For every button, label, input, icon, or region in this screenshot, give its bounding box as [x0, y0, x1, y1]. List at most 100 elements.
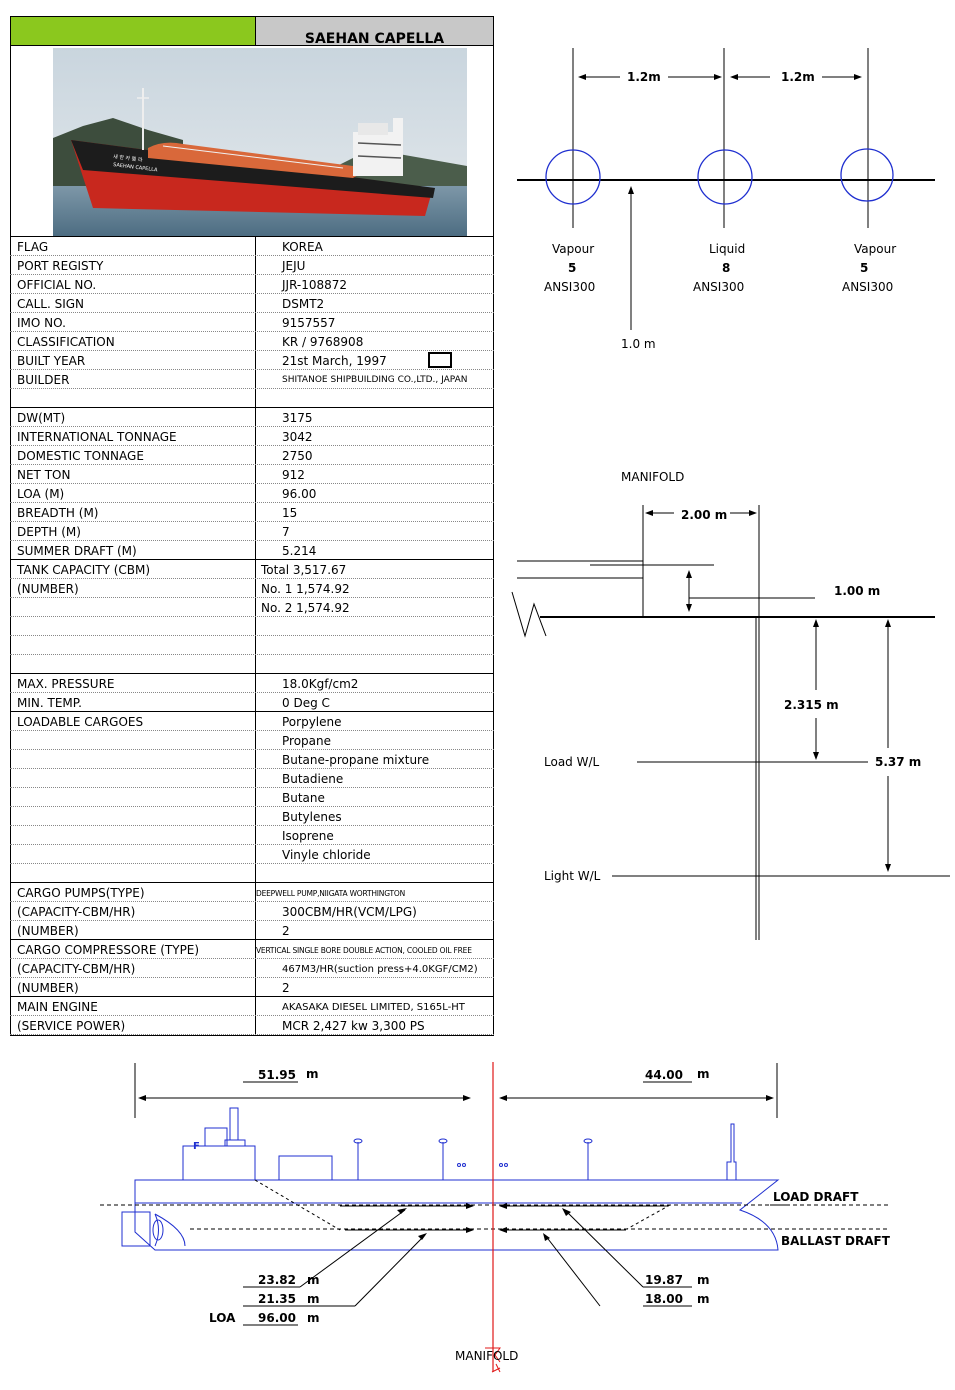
flange-2-type: Liquid — [709, 242, 746, 256]
spec-row: (NUMBER)2 — [10, 977, 494, 996]
ship-photo: 새 한 카 펠 라 SAEHAN CAPELLA — [53, 48, 467, 236]
spec-row: (CAPACITY-CBM/HR) 300CBM/HR(VCM/LPG) — [10, 901, 494, 920]
aft-ballast-value: 21.35 — [258, 1292, 296, 1306]
spec-row: No. 2 1,574.92 — [10, 597, 494, 616]
spec-value: 18.0Kgf/cm2 — [282, 677, 359, 691]
height-above-deck-label: 1.00 m — [834, 584, 881, 598]
row-divider — [10, 673, 494, 674]
spec-row: CARGO COMPRESSORE (TYPE)VERTICAL SINGLE … — [10, 939, 494, 958]
spec-label: SUMMER DRAFT (M) — [17, 544, 137, 558]
flange-3-size: 5 — [860, 261, 869, 275]
spec-value: 3042 — [282, 430, 313, 444]
row-divider — [10, 502, 494, 503]
row-divider — [10, 426, 494, 427]
row-divider — [10, 274, 494, 275]
spec-label: OFFICIAL NO. — [17, 278, 97, 292]
row-divider — [10, 350, 494, 351]
spec-row: IMO NO.9157557 — [10, 312, 494, 331]
spec-row: LOADABLE CARGOES Porpylene — [10, 711, 494, 730]
row-divider — [10, 882, 494, 883]
outboard-distance-label: 2.00 m — [681, 508, 728, 522]
row-divider — [10, 388, 494, 389]
spec-row: Butylenes — [10, 806, 494, 825]
spec-value: Vinyle chloride — [282, 848, 371, 862]
row-divider — [10, 958, 494, 959]
spec-row: (NUMBER) No. 1 1,574.92 — [10, 578, 494, 597]
row-divider — [10, 331, 494, 332]
ship-name-title: SAEHAN CAPELLA — [255, 16, 494, 47]
spec-row: Butane — [10, 787, 494, 806]
fwd-load-unit: m — [697, 1273, 710, 1287]
spec-label: CALL. SIGN — [17, 297, 85, 311]
spec-value: Isoprene — [282, 829, 334, 843]
spec-value: KR / 9768908 — [282, 335, 364, 349]
spec-label: NET TON — [17, 468, 71, 482]
flange-spacing-1-label: 1.2m — [627, 70, 661, 84]
ballast-draft-label: BALLAST DRAFT — [781, 1234, 890, 1248]
hull-lettering-korean: 새 한 카 펠 라 — [113, 153, 143, 164]
spec-value: 300CBM/HR(VCM/LPG) — [282, 905, 417, 919]
row-divider — [10, 540, 494, 541]
spec-value: 2 — [282, 924, 290, 938]
spec-value: 5.214 — [282, 544, 317, 558]
spec-row: (CAPACITY-CBM/HR)467M3/HR(suction press+… — [10, 958, 494, 977]
row-divider — [10, 901, 494, 902]
spec-value: 2750 — [282, 449, 313, 463]
row-divider — [10, 977, 494, 978]
spec-value: Butylenes — [282, 810, 342, 824]
spec-label: LOADABLE CARGOES — [17, 715, 144, 729]
spec-row: OFFICIAL NO.JJR-108872 — [10, 274, 494, 293]
vapour-flange-right — [840, 148, 894, 202]
row-divider — [10, 806, 494, 807]
spec-row: DW(MT)3175 — [10, 407, 494, 426]
loa-label: LOA — [209, 1311, 236, 1325]
spec-row: DOMESTIC TONNAGE 2750 — [10, 445, 494, 464]
deck-to-light-wl-label: 5.37 m — [875, 755, 922, 769]
spec-row: Butadiene — [10, 768, 494, 787]
loa-value: 96.00 — [258, 1311, 296, 1325]
row-divider — [10, 464, 494, 465]
load-wl-label: Load W/L — [544, 755, 600, 769]
spec-table-divider — [255, 236, 256, 1036]
spec-row: MIN. TEMP.0 Deg C — [10, 692, 494, 711]
spec-label: PORT REGISTY — [17, 259, 104, 273]
spec-label: MIN. TEMP. — [17, 696, 82, 710]
spec-value: DSMT2 — [282, 297, 325, 311]
spec-label: CLASSIFICATION — [17, 335, 115, 349]
row-divider — [10, 863, 494, 864]
built-year-marker-box — [428, 352, 452, 368]
spec-value: 7 — [282, 525, 290, 539]
flange-3-rating: ANSI300 — [842, 280, 894, 294]
row-divider — [10, 730, 494, 731]
spec-label: (NUMBER) — [17, 924, 79, 938]
funnel-mark: F — [193, 1141, 200, 1152]
spec-label: DOMESTIC TONNAGE — [17, 449, 144, 463]
spec-value: Porpylene — [282, 715, 342, 729]
flange-1-type: Vapour — [552, 242, 595, 256]
spec-value: 15 — [282, 506, 298, 520]
loa-unit: m — [307, 1311, 320, 1325]
row-divider — [10, 578, 494, 579]
flange-3-type: Vapour — [854, 242, 897, 256]
flange-2-rating: ANSI300 — [693, 280, 745, 294]
row-divider — [10, 597, 494, 598]
row-divider — [10, 692, 494, 693]
spec-value: SHITANOE SHIPBUILDING CO.,LTD., JAPAN — [282, 375, 468, 385]
deck-to-load-wl-label: 2.315 m — [784, 698, 839, 712]
spec-label: (NUMBER) — [17, 582, 79, 596]
spec-value: No. 1 1,574.92 — [261, 582, 350, 596]
spec-label: FLAG — [17, 240, 49, 254]
spec-label: LOA (M) — [17, 487, 65, 501]
aft-ballast-unit: m — [307, 1292, 320, 1306]
row-divider — [10, 559, 494, 560]
row-divider — [10, 844, 494, 845]
spec-label: (CAPACITY-CBM/HR) — [17, 905, 136, 919]
fwd-ballast-unit: m — [697, 1292, 710, 1306]
row-divider — [10, 312, 494, 313]
spec-label: (NUMBER) — [17, 981, 79, 995]
spec-value: MCR 2,427 kw 3,300 PS — [282, 1019, 425, 1033]
